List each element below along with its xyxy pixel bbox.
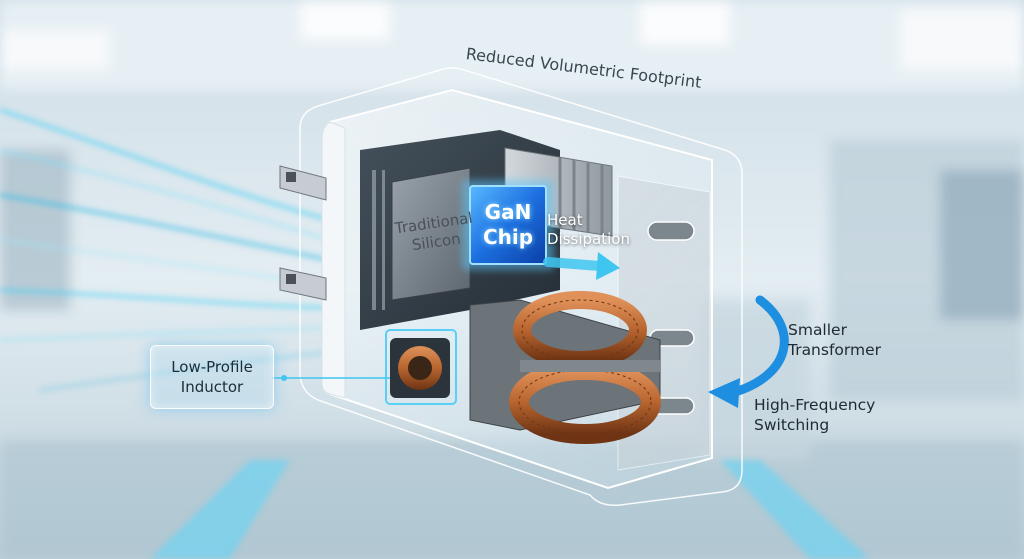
smaller-transformer-label: Smaller Transformer bbox=[788, 321, 882, 359]
inductor-connector bbox=[272, 375, 390, 381]
high-frequency-switching-label: High-Frequency Switching bbox=[754, 396, 876, 434]
usb-c-port-top bbox=[647, 221, 695, 241]
gan-chip bbox=[462, 180, 554, 270]
traditional-silicon-chip bbox=[391, 167, 471, 301]
gan-chip-label: GaN Chip bbox=[482, 200, 534, 249]
switching-arrow bbox=[708, 295, 789, 408]
plug-prongs bbox=[279, 165, 327, 301]
heat-dissipation-label: Heat Dissipation bbox=[547, 211, 630, 248]
charger-body bbox=[279, 88, 713, 490]
heat-arrow bbox=[543, 252, 620, 280]
footprint-outline bbox=[299, 67, 743, 507]
low-profile-inductor-label: Low-Profile Inductor bbox=[150, 345, 274, 409]
low-profile-inductor bbox=[385, 329, 457, 405]
transformer bbox=[469, 291, 661, 444]
